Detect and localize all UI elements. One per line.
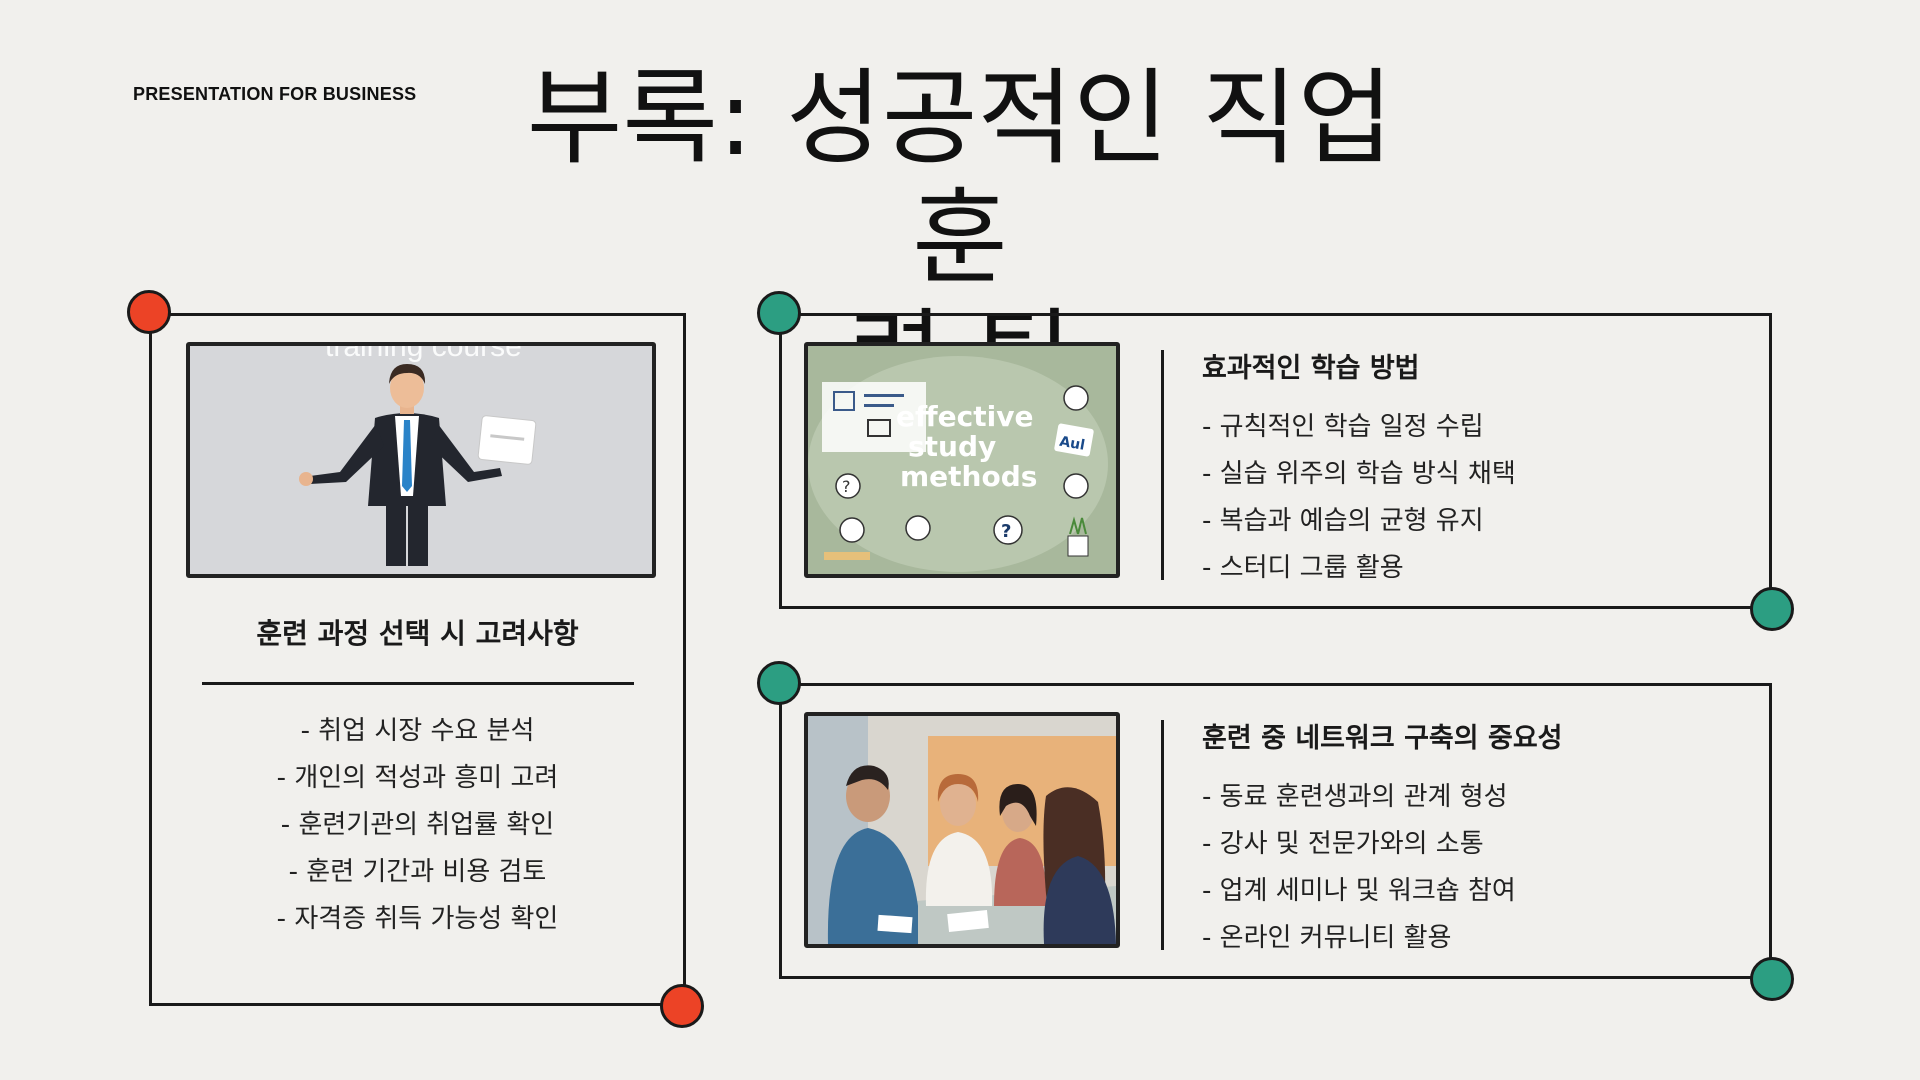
divider [1161,350,1164,580]
image-word-effective: effective [896,400,1033,433]
divider [202,682,634,685]
corner-dot-red [127,290,171,334]
list-item: - 자격증 취득 가능성 확인 [276,904,559,934]
study-method-list: - 규칙적인 학습 일정 수립 - 실습 위주의 학습 방식 채택 - 복습과 … [1202,404,1516,592]
list-item: - 규칙적인 학습 일정 수립 [1202,412,1484,442]
networking-card: 훈련 중 네트워크 구축의 중요성 - 동료 훈련생과의 관계 형성 - 강사 … [779,683,1772,979]
study-heading: 효과적인 학습 방법 [1202,353,1420,384]
divider [1161,720,1164,950]
corner-dot-teal [757,661,801,705]
image-badge: Aul [1058,434,1086,454]
list-item: - 취업 시장 수요 분석 [300,716,535,746]
study-methods-card: effective study methods Aul ? ? 효과적인 학습 … [779,313,1772,609]
list-item: - 복습과 예습의 균형 유지 [1202,506,1484,536]
image-caption: training course [325,346,522,363]
list-item: - 강사 및 전문가와의 소통 [1202,829,1484,859]
corner-dot-teal [757,291,801,335]
svg-text:?: ? [1001,521,1011,542]
list-item: - 훈련 기간과 비용 검토 [288,857,547,887]
title-line-1: 부록: 성공적인 직업훈 [526,57,1394,299]
list-item: - 스터디 그룹 활용 [1202,553,1404,583]
list-item: - 실습 위주의 학습 방식 채택 [1202,459,1516,489]
image-word-study: study [908,430,996,463]
study-methods-illustration: effective study methods Aul ? ? [804,342,1120,578]
corner-dot-red [660,984,704,1028]
list-item: - 업계 세미나 및 워크숍 참여 [1202,876,1516,906]
network-heading: 훈련 중 네트워크 구축의 중요성 [1202,723,1563,754]
list-item: - 개인의 적성과 흥미 고려 [276,763,559,793]
list-item: - 온라인 커뮤니티 활용 [1202,923,1452,953]
corner-dot-teal [1750,957,1794,1001]
list-item: - 동료 훈련생과의 관계 형성 [1202,782,1508,812]
image-word-methods: methods [900,460,1037,493]
brand-label: PRESENTATION FOR BUSINESS [133,84,417,104]
consideration-list: - 취업 시장 수요 분석 - 개인의 적성과 흥미 고려 - 훈련기관의 취업… [152,708,683,943]
businessman-illustration: training course [186,342,656,578]
left-card-heading: 훈련 과정 선택 시 고려사항 [256,617,579,650]
list-item: - 훈련기관의 취업률 확인 [280,810,555,840]
svg-text:?: ? [842,477,851,496]
network-list: - 동료 훈련생과의 관계 형성 - 강사 및 전문가와의 소통 - 업계 세미… [1202,774,1516,962]
meeting-photo [804,712,1120,948]
training-selection-card: training course 훈련 과정 선택 시 고려사항 - 취업 시장 … [149,313,686,1006]
corner-dot-teal [1750,587,1794,631]
